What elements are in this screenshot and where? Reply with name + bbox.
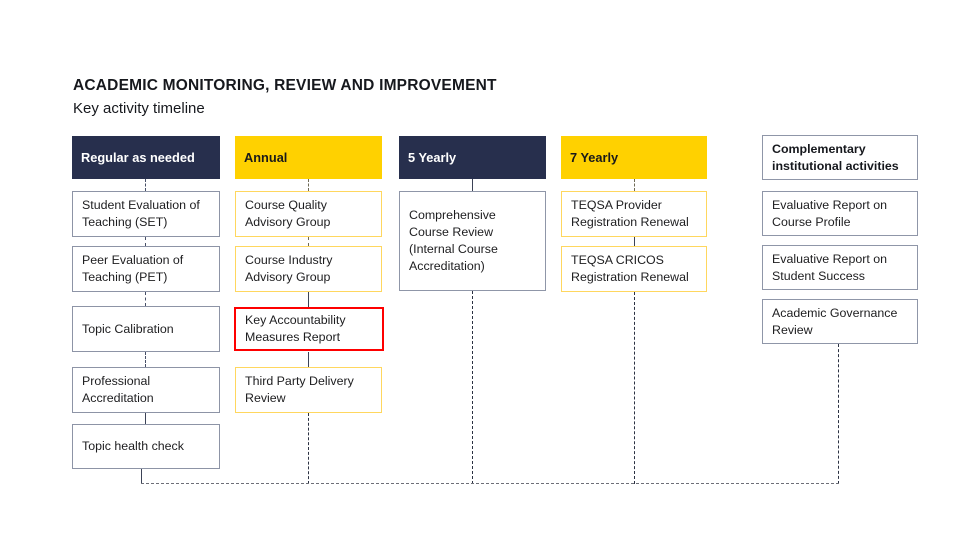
node-topic-calibration[interactable]: Topic Calibration xyxy=(72,306,220,352)
node-evaluative-report-on-course-profile[interactable]: Evaluative Report on Course Profile xyxy=(762,191,918,236)
page-title: ACADEMIC MONITORING, REVIEW AND IMPROVEM… xyxy=(73,77,497,94)
connector-col1-item4-to-baseline xyxy=(141,469,142,484)
connector-col1-header-to-item0 xyxy=(145,179,146,191)
node-professional-accreditation[interactable]: Professional Accreditation xyxy=(72,367,220,413)
node-label: Topic health check xyxy=(82,439,184,453)
node-label: Evaluative Report on Course Profile xyxy=(772,197,888,229)
node-label: Course Industry Advisory Group xyxy=(245,253,333,284)
column-header-regular-as-needed[interactable]: Regular as needed xyxy=(72,136,220,179)
connector-col1-item3-to-item4 xyxy=(145,413,146,424)
node-label: Key Accountability Measures Report xyxy=(245,313,346,344)
connector-col4-item0-to-item1 xyxy=(634,237,635,246)
page-subtitle: Key activity timeline xyxy=(73,100,205,117)
connector-col2-header-to-item0 xyxy=(308,179,309,191)
column-header-label: 7 Yearly xyxy=(570,150,619,165)
column-header-label: Complementary institutional activities xyxy=(772,141,899,173)
node-label: Third Party Delivery Review xyxy=(245,374,354,405)
node-comprehensive-course-review[interactable]: Comprehensive Course Review (Internal Co… xyxy=(399,191,546,291)
connector-col2-item0-to-item1 xyxy=(308,237,309,246)
connector-col3-header-to-item0 xyxy=(472,179,473,191)
node-third-party-delivery-review[interactable]: Third Party Delivery Review xyxy=(235,367,382,413)
column-header-7-yearly[interactable]: 7 Yearly xyxy=(561,136,707,179)
node-student-evaluation-of-teaching[interactable]: Student Evaluation of Teaching (SET) xyxy=(72,191,220,237)
column-header-label: Regular as needed xyxy=(81,150,195,165)
node-academic-governance-review[interactable]: Academic Governance Review xyxy=(762,299,918,344)
connector-col5-item2-to-baseline xyxy=(838,344,839,484)
connector-col3-item0-to-baseline xyxy=(472,291,473,484)
node-teqsa-provider-registration-renewal[interactable]: TEQSA Provider Registration Renewal xyxy=(561,191,707,237)
node-label: Student Evaluation of Teaching (SET) xyxy=(82,198,200,229)
connector-col2-item1-to-item2 xyxy=(308,292,309,307)
node-evaluative-report-on-student-success[interactable]: Evaluative Report on Student Success xyxy=(762,245,918,290)
column-header-annual[interactable]: Annual xyxy=(235,136,382,179)
node-label: Topic Calibration xyxy=(82,321,174,336)
column-header-label: Annual xyxy=(244,150,288,165)
baseline-connector xyxy=(141,483,839,484)
connector-col1-item2-to-item3 xyxy=(145,352,146,367)
connector-col4-header-to-item0 xyxy=(634,179,635,191)
node-topic-health-check[interactable]: Topic health check xyxy=(72,424,220,469)
node-course-quality-advisory-group[interactable]: Course Quality Advisory Group xyxy=(235,191,382,237)
connector-col2-item2-to-item3 xyxy=(308,352,309,367)
node-key-accountability-measures-report[interactable]: Key Accountability Measures Report xyxy=(234,307,384,351)
node-label: Comprehensive Course Review (Internal Co… xyxy=(409,208,498,273)
column-header-5-yearly[interactable]: 5 Yearly xyxy=(399,136,546,179)
connector-col2-item3-to-baseline xyxy=(308,413,309,484)
node-peer-evaluation-of-teaching[interactable]: Peer Evaluation of Teaching (PET) xyxy=(72,246,220,292)
connector-col1-item1-to-item2 xyxy=(145,292,146,306)
node-label: Professional Accreditation xyxy=(82,374,154,405)
column-header-complementary-institutional-activities[interactable]: Complementary institutional activities xyxy=(762,135,918,180)
node-label: Peer Evaluation of Teaching (PET) xyxy=(82,253,184,284)
node-label: Course Quality Advisory Group xyxy=(245,198,331,229)
node-label: Evaluative Report on Student Success xyxy=(772,251,888,283)
node-label: Academic Governance Review xyxy=(772,305,898,337)
node-course-industry-advisory-group[interactable]: Course Industry Advisory Group xyxy=(235,246,382,292)
connector-col1-item0-to-item1 xyxy=(145,237,146,246)
connector-col4-item1-to-baseline xyxy=(634,292,635,484)
node-teqsa-cricos-registration-renewal[interactable]: TEQSA CRICOS Registration Renewal xyxy=(561,246,707,292)
column-header-label: 5 Yearly xyxy=(408,150,457,165)
node-label: TEQSA Provider Registration Renewal xyxy=(571,198,689,229)
node-label: TEQSA CRICOS Registration Renewal xyxy=(571,253,689,284)
